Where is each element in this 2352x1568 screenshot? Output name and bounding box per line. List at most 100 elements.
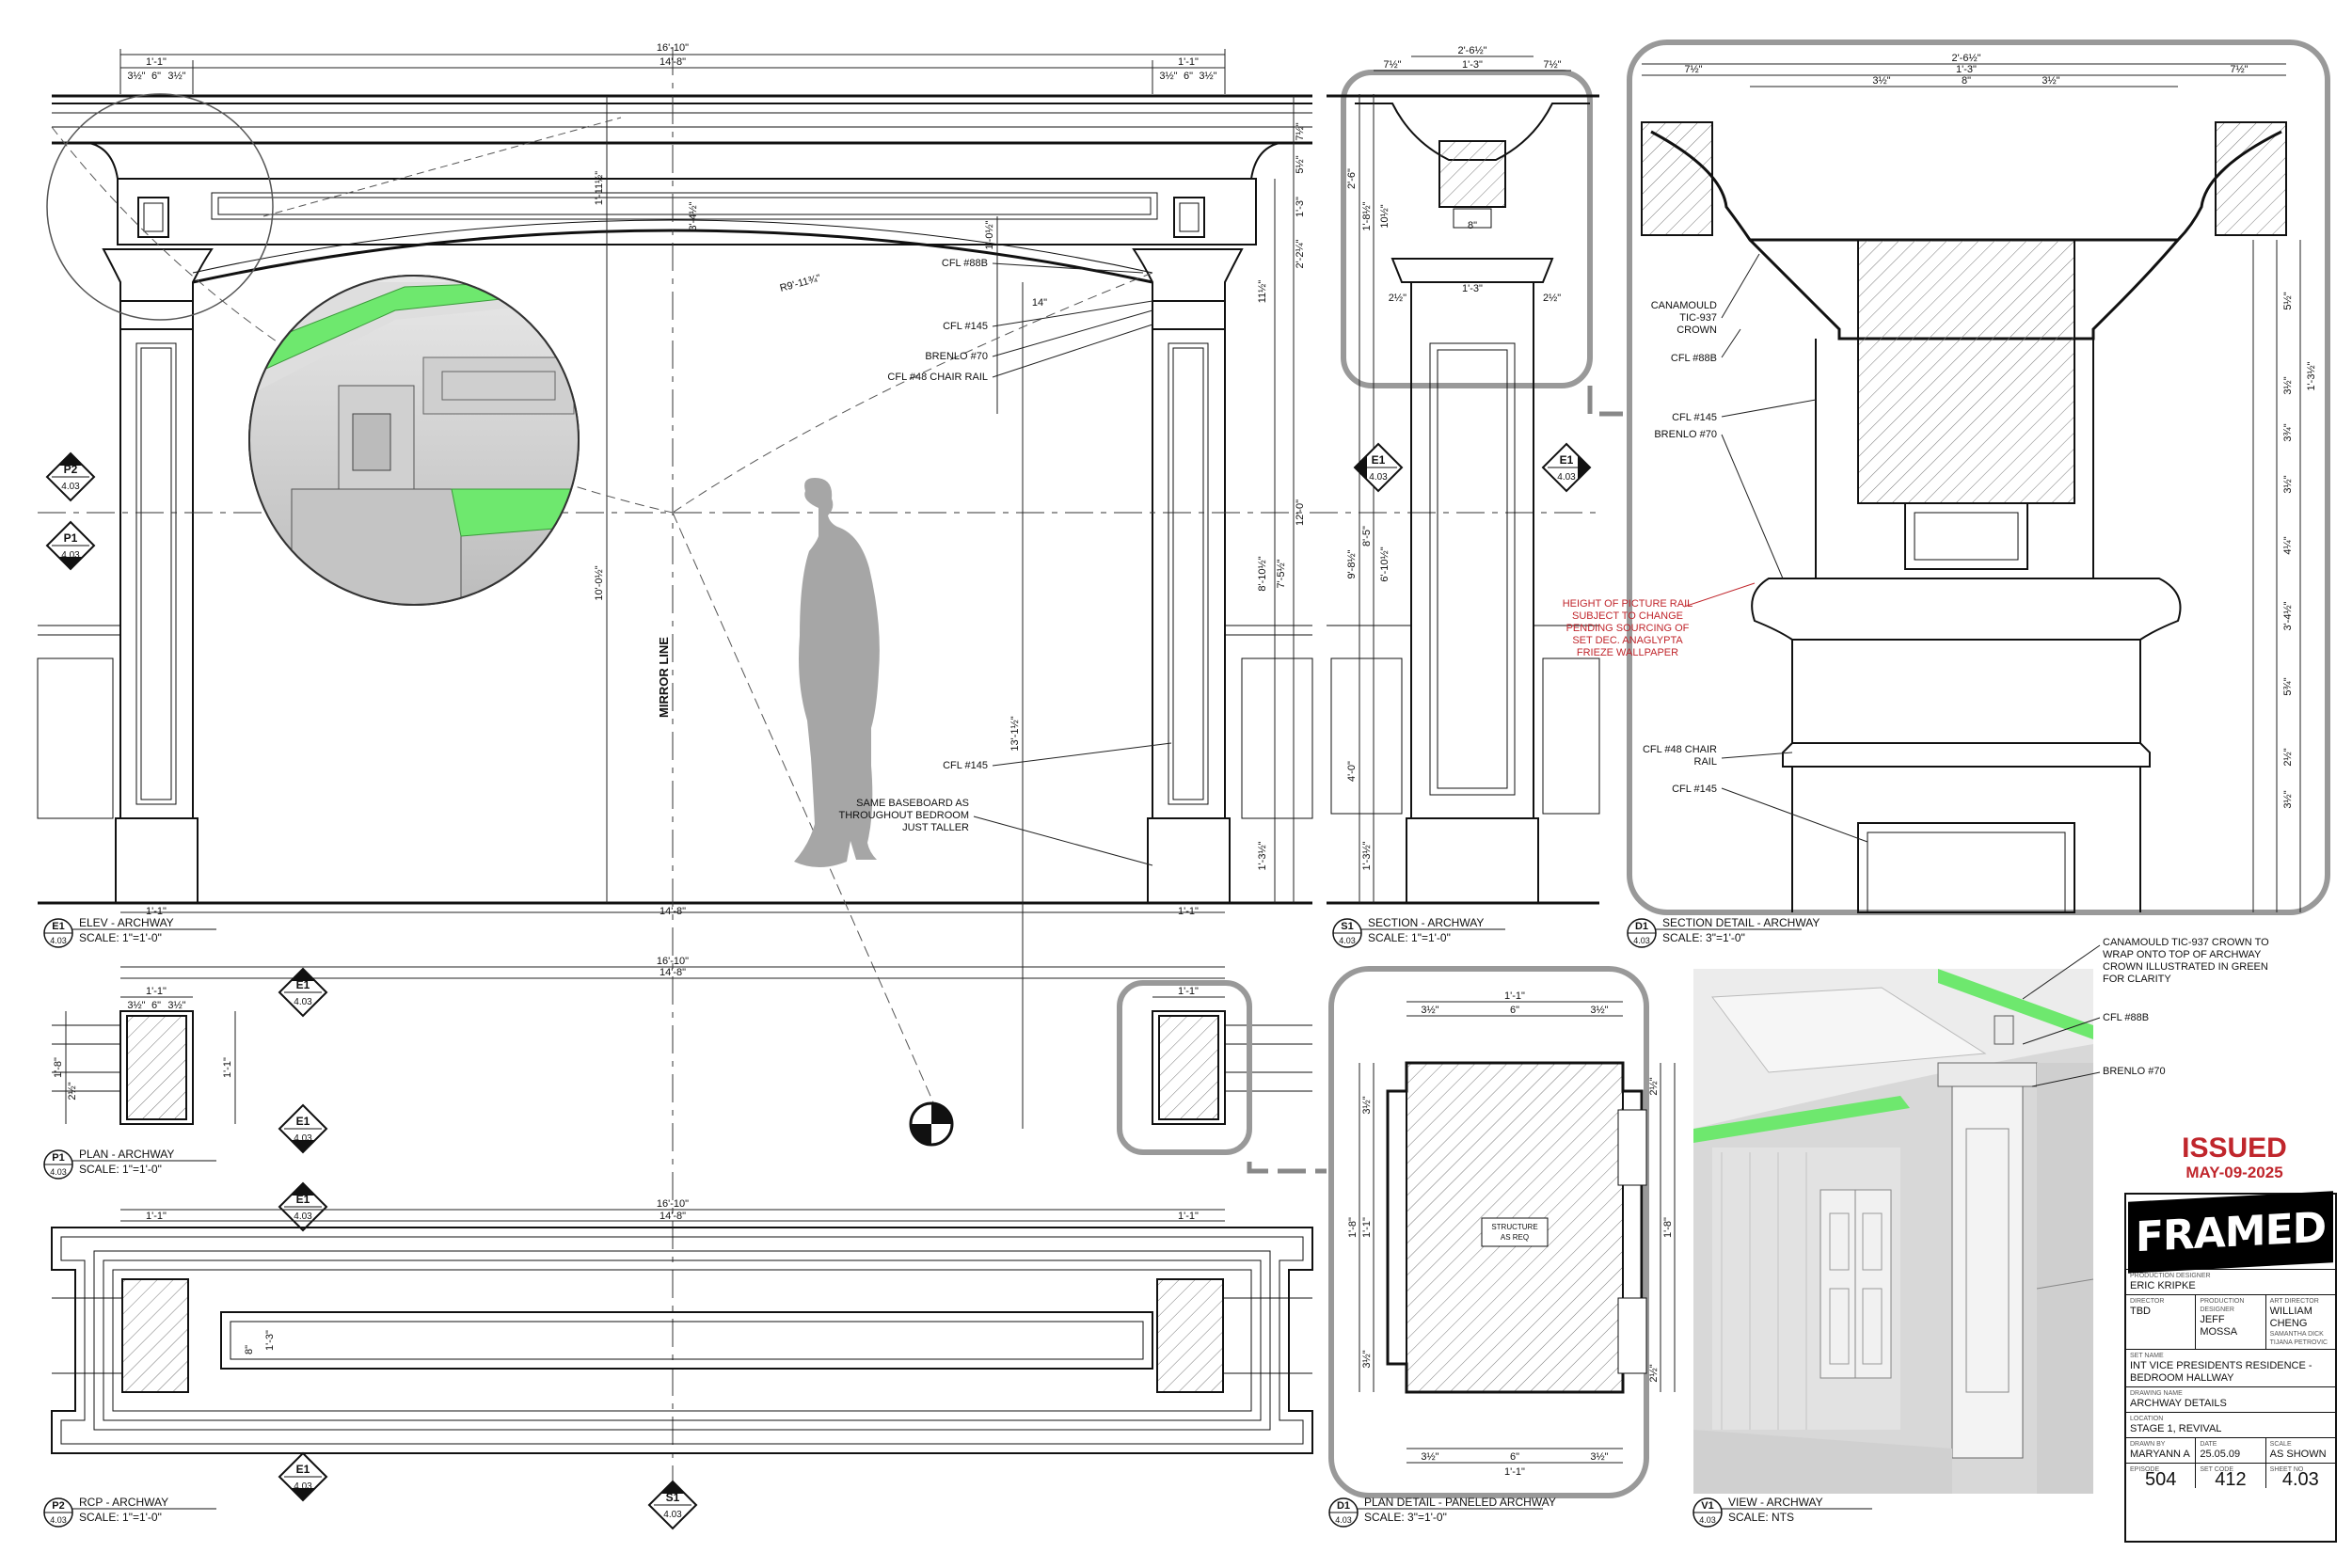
tb-pd-cap: PRODUCTION DESIGNER — [2200, 1298, 2245, 1313]
v1-note-3: CROWN ILLUSTRATED IN GREEN — [2103, 961, 2268, 973]
marker-s1-code: S1 — [666, 1491, 680, 1504]
e1-elevation — [37, 47, 1599, 1505]
dim-d1-e: 8" — [1962, 75, 1971, 87]
tb-ep-cap: EPISODE — [2130, 1466, 2160, 1473]
title-v1-text: VIEW - ARCHWAY — [1728, 1496, 1823, 1509]
v1-note-2: WRAP ONTO TOP OF ARCHWAY — [2103, 949, 2262, 960]
title-p1-text: PLAN - ARCHWAY — [79, 1148, 174, 1161]
tb-set-cap: SET NAME — [2130, 1353, 2164, 1359]
tb-setno-val: 412 — [2215, 1469, 2247, 1490]
tb-scale-cap: SCALE — [2269, 1441, 2292, 1448]
title-d1b-scale: SCALE: 3"=1'-0" — [1364, 1511, 1447, 1524]
dim-s1-v1: 2'-6" — [1346, 168, 1358, 189]
v1-cfl-88b: CFL #88B — [2103, 1012, 2149, 1023]
dim-d1-v8: 5¾" — [2282, 677, 2294, 695]
d1-cfl-145: CFL #145 — [1672, 412, 1717, 423]
issued-date: MAY-09-2025 — [2185, 1164, 2283, 1181]
tb-director-cap: DIRECTOR — [2130, 1298, 2165, 1305]
marker-p1[interactable]: P1 4.03 — [45, 520, 96, 571]
marker-e1-s1-left[interactable]: E1 4.03 — [1353, 442, 1404, 493]
marker-p2-code: P2 — [64, 463, 78, 476]
dim-s1-v7: 4'-0" — [1346, 761, 1358, 782]
dim-p1-col-r: 1'-1" — [1178, 986, 1199, 997]
title-s1-scale: SCALE: 1"=1'-0" — [1368, 931, 1451, 944]
dim-p1-b: 6" — [151, 1000, 161, 1011]
tb-drawing-val: ARCHWAY DETAILS — [2130, 1398, 2227, 1409]
dim-d1-v2: 3½" — [2282, 376, 2294, 394]
tb-drawn-cap: DRAWN BY — [2130, 1441, 2166, 1448]
issued-stamp: ISSUED MAY-09-2025 — [2164, 1133, 2305, 1182]
dim-e1-v2: 5½" — [1295, 155, 1306, 173]
d1-cfl-88b: CFL #88B — [1671, 353, 1717, 364]
marker-e1-p2t-code: E1 — [296, 1193, 310, 1206]
d1-cfl-145-low: CFL #145 — [1672, 784, 1717, 795]
v1-note-1: CANAMOULD TIC-937 CROWN TO — [2103, 937, 2269, 948]
dim-e1-base-right: 1'-1" — [1178, 906, 1199, 917]
title-p1-code: P1 — [52, 1152, 64, 1164]
title-p2-sheet: 4.03 — [50, 1515, 67, 1525]
dim-pd-f: 3½" — [1590, 1451, 1608, 1463]
dim-d1-d: 3½" — [1872, 75, 1890, 87]
baseboard-note-1: SAME BASEBOARD AS — [856, 798, 969, 809]
dim-e1-inner: 14'-8" — [660, 56, 686, 68]
title-v1-code: V1 — [1701, 1500, 1713, 1512]
v1-brenlo: BRENLO #70 — [2103, 1066, 2166, 1077]
logo-row: FRAMED — [2126, 1191, 2335, 1274]
marker-p1-sheet: 4.03 — [61, 550, 80, 561]
marker-e1-s1-right[interactable]: E1 4.03 — [1541, 442, 1592, 493]
e1-cfl-145: CFL #145 — [943, 321, 988, 332]
dim-s1-v2: 1'-8½" — [1361, 201, 1373, 230]
title-e1-code: E1 — [52, 921, 64, 932]
tb-scale-val: AS SHOWN — [2269, 1449, 2327, 1460]
dim-e1-v6: 7'-5½" — [1276, 559, 1287, 588]
v1-3d-view — [1693, 969, 2094, 1494]
marker-p2[interactable]: P2 4.03 — [45, 451, 96, 502]
tb-setno-cap: SET CODE — [2200, 1466, 2233, 1473]
dim-d1-width: 2'-6½" — [1951, 53, 1980, 64]
title-d1a-code: D1 — [1635, 921, 1648, 932]
dim-e1-14: 14" — [1032, 297, 1047, 309]
picture-rail-note-2: SUBJECT TO CHANGE — [1572, 610, 1683, 622]
marker-s1[interactable]: S1 4.03 — [647, 1480, 698, 1530]
dim-e1-d: 3½" — [1159, 71, 1177, 82]
marker-e1-p1-bottom[interactable]: E1 4.03 — [278, 1103, 328, 1154]
title-p2: P2 4.03 RCP - ARCHWAY SCALE: 1"=1'-0" — [43, 1496, 216, 1528]
title-v1-sheet: 4.03 — [1699, 1515, 1716, 1525]
marker-e1-p1-top[interactable]: E1 4.03 — [278, 967, 328, 1018]
tb-ad3: TIJANA PETROVIC — [2269, 1339, 2328, 1346]
tb-designer-val: ERIC KRIPKE — [2130, 1280, 2196, 1291]
dim-e1-f: 3½" — [1199, 71, 1216, 82]
title-d1a-text: SECTION DETAIL - ARCHWAY — [1662, 916, 1820, 929]
dim-p2-col-r: 1'-1" — [1178, 1211, 1199, 1222]
dim-e1-left-col: 1'-1" — [146, 56, 167, 68]
e1-cfl-88b: CFL #88B — [942, 258, 988, 269]
dim-pd-e: 6" — [1510, 1451, 1519, 1463]
dim-p2-8: 8" — [244, 1345, 255, 1354]
dim-s1-width: 2'-6½" — [1457, 45, 1486, 56]
marker-e1-p2-top[interactable]: E1 4.03 — [278, 1181, 328, 1232]
marker-p1-code: P1 — [64, 531, 78, 545]
marker-e1-p1b-sheet: 4.03 — [294, 1133, 312, 1144]
marker-e1-p2-bottom[interactable]: E1 4.03 — [278, 1451, 328, 1502]
title-block: FRAMED PRODUCTION DESIGNER ERIC KRIPKE D… — [2124, 1191, 2337, 1543]
dim-d1-c: 7½" — [2230, 64, 2248, 75]
title-v1: V1 4.03 VIEW - ARCHWAY SCALE: NTS — [1692, 1496, 1872, 1528]
title-d1-plan: D1 4.03 PLAN DETAIL - PANELED ARCHWAY SC… — [1328, 1496, 1556, 1528]
title-d1b-sheet: 4.03 — [1335, 1515, 1352, 1525]
dim-p1-v1: 1'-8" — [53, 1057, 64, 1078]
dim-s1-b: 1'-3" — [1462, 59, 1483, 71]
title-e1-sheet: 4.03 — [50, 936, 67, 945]
title-v1-scale: SCALE: NTS — [1728, 1511, 1794, 1524]
d1-brenlo: BRENLO #70 — [1654, 429, 1717, 440]
title-e1-text: ELEV - ARCHWAY — [79, 916, 174, 929]
dim-e1-right-col: 1'-1" — [1178, 56, 1199, 68]
dim-e1-v10: 10'-0½" — [594, 565, 605, 600]
d1-section-detail — [1627, 40, 2330, 915]
e1-cfl-48: CFL #48 CHAIR RAIL — [887, 372, 988, 383]
dim-s1-v8: 1'-3½" — [1361, 841, 1373, 870]
e1-cfl-145-low: CFL #145 — [943, 760, 988, 771]
title-d1b-text: PLAN DETAIL - PANELED ARCHWAY — [1364, 1496, 1556, 1509]
v1-note-4: FOR CLARITY — [2103, 974, 2171, 985]
